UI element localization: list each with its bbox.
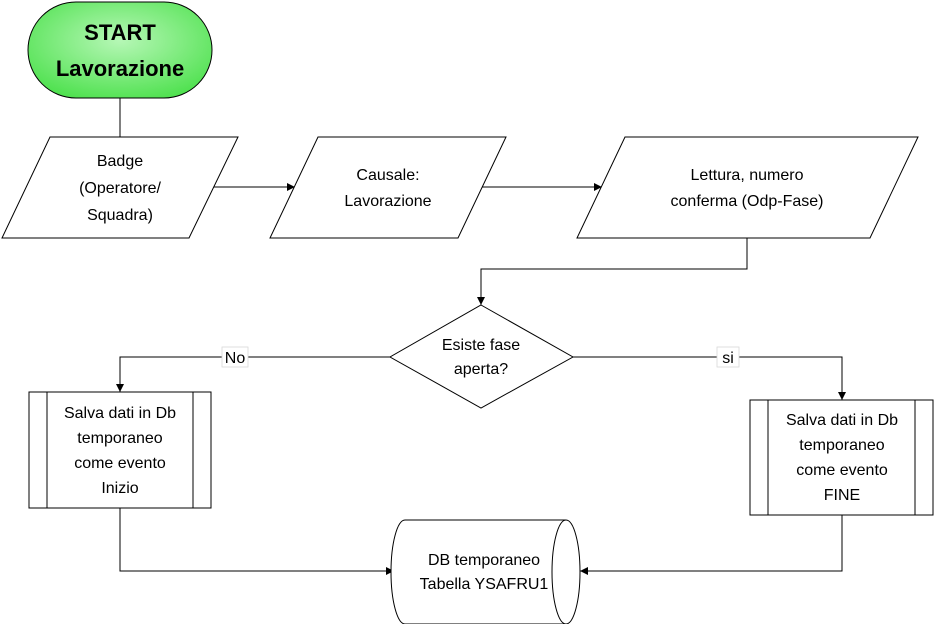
edge-inizio-to-db	[119, 508, 394, 575]
svg-text:No: No	[225, 350, 246, 367]
svg-text:Causale:: Causale:	[356, 167, 419, 184]
svg-text:aperta?: aperta?	[454, 361, 508, 378]
svg-text:(Operatore/: (Operatore/	[79, 180, 161, 197]
causale-input-node: Causale: Lavorazione	[269, 136, 507, 239]
svg-text:si: si	[722, 350, 734, 367]
svg-text:Inizio: Inizio	[101, 480, 138, 497]
svg-text:Esiste fase: Esiste fase	[442, 337, 520, 354]
start-label-line1: START	[84, 20, 156, 45]
edge-decision-no	[116, 356, 390, 392]
svg-text:come evento: come evento	[74, 455, 166, 472]
svg-text:Squadra): Squadra)	[87, 207, 153, 224]
svg-text:Tabella YSAFRU1: Tabella YSAFRU1	[420, 576, 549, 593]
svg-text:temporaneo: temporaneo	[799, 437, 884, 454]
db-storage-node: DB temporaneo Tabella YSAFRU1	[390, 519, 581, 624]
edge-fine-to-db	[580, 515, 843, 575]
edge-label-si: si	[716, 346, 740, 368]
svg-text:DB temporaneo: DB temporaneo	[428, 552, 540, 569]
svg-text:conferma (Odp-Fase): conferma (Odp-Fase)	[671, 193, 824, 210]
svg-text:temporaneo: temporaneo	[77, 430, 162, 447]
edge-lettura-to-decision	[477, 238, 748, 305]
svg-text:Salva dati in Db: Salva dati in Db	[786, 412, 898, 429]
start-label-line2: Lavorazione	[56, 56, 184, 81]
salva-inizio-process: Salva dati in Db temporaneo come evento …	[28, 391, 212, 509]
start-terminator: START Lavorazione	[27, 1, 213, 99]
decision-node: Esiste fase aperta?	[388, 304, 575, 409]
svg-text:come evento: come evento	[796, 462, 888, 479]
salva-fine-process: Salva dati in Db temporaneo come evento …	[749, 399, 934, 516]
svg-text:Salva dati in Db: Salva dati in Db	[64, 405, 176, 422]
svg-text:FINE: FINE	[824, 487, 860, 504]
badge-input-node: Badge (Operatore/ Squadra)	[1, 136, 239, 239]
svg-text:Badge: Badge	[97, 153, 143, 170]
edge-label-no: No	[221, 346, 249, 368]
svg-text:Lettura, numero: Lettura, numero	[691, 167, 804, 184]
svg-text:Lavorazione: Lavorazione	[344, 193, 431, 210]
lettura-input-node: Lettura, numero conferma (Odp-Fase)	[576, 136, 919, 239]
edge-decision-si	[573, 356, 846, 400]
